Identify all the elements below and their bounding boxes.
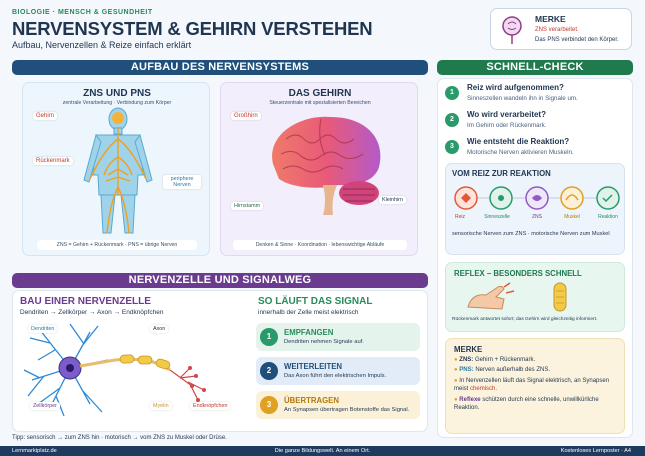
reflex-hand-icon: [467, 282, 567, 312]
merke-line2: ● PNS: Nerven außerhalb des ZNS.: [454, 367, 622, 373]
merke-top-title: MERKE: [535, 14, 566, 24]
merke-pns-text: Nerven außerhalb des ZNS.: [475, 367, 551, 373]
quick-item-1: 1 Reiz wird aufgenommen? Sinneszellen wa…: [445, 82, 625, 108]
kicker: BIOLOGIE · MENSCH & GESUNDHEIT: [12, 9, 153, 16]
chain-icons: [454, 186, 620, 210]
merke-line3: ● In Nervenzellen läuft das Signal elekt…: [454, 378, 622, 393]
zns-card: ZNS UND PNS zentrale Verarbeitung · Verb…: [22, 82, 210, 256]
label-hirnstamm: Hirnstamm: [231, 202, 264, 210]
page-subtitle: Aufbau, Nervenzellen & Reize einfach erk…: [12, 40, 192, 50]
signal-step-3: 3 ÜBERTRAGEN An Synapsen übertragen Bote…: [256, 391, 420, 419]
merke-zns-text: Gehirn + Rückenmark.: [474, 357, 536, 363]
quick-number: 2: [445, 113, 459, 127]
quick-question: Wie entsteht die Reaktion?: [467, 137, 570, 146]
page-title: NERVENSYSTEM & GEHIRN VERSTEHEN: [12, 18, 373, 39]
quick-question: Reiz wird aufgenommen?: [467, 83, 564, 92]
quick-number: 1: [445, 86, 459, 100]
merke-reflexe-key: Reflexe: [459, 397, 481, 403]
quick-item-2: 2 Wo wird verarbeitet? Im Gehirn oder Rü…: [445, 109, 625, 135]
merke-bullet-icon: ●: [454, 367, 458, 373]
quick-answer: Im Gehirn oder Rückenmark.: [467, 122, 547, 129]
chain-node-muskel: Muskel: [564, 214, 580, 220]
signal-sub: innerhalb der Zelle meist elektrisch: [258, 309, 359, 316]
merke-line1: ● ZNS: Gehirn + Rückenmark.: [454, 357, 622, 363]
quick-question: Wo wird verarbeitet?: [467, 110, 546, 119]
merke-title: MERKE: [454, 345, 483, 354]
neuron-title: BAU EINER NERVENZELLE: [20, 296, 151, 307]
step-number: 2: [260, 362, 278, 380]
merke-reflexe-text: schützen durch eine schnelle, unwillkürl…: [454, 397, 599, 411]
step-text: Das Axon führt den elektrischen Impuls.: [284, 373, 387, 379]
brain-title: DAS GEHIRN: [288, 88, 352, 99]
chain-title: VOM REIZ ZUR REAKTION: [452, 169, 551, 178]
quick-bar: SCHNELL-CHECK: [437, 60, 633, 75]
label-zellkoerper: Zellkörper: [30, 402, 60, 410]
quick-answer: Motorische Nerven aktivieren Muskeln.: [467, 149, 574, 156]
signal-step-2: 2 WEITERLEITEN Das Axon führt den elektr…: [256, 357, 420, 385]
step-number: 1: [260, 328, 278, 346]
step-text: Dendriten nehmen Signale auf.: [284, 339, 364, 345]
chain-node-sinneszelle: Sinneszelle: [484, 214, 510, 220]
zns-caption: ZNS = Gehirn + Rückenmark · PNS = übrige…: [37, 240, 197, 250]
brain-card: DAS GEHIRN Steuerzentrale mit spezialisi…: [220, 82, 418, 256]
label-myelin: Myelin: [150, 402, 172, 410]
zns-sub: zentrale Verarbeitung · Verbindung zum K…: [62, 100, 172, 106]
tip-text: Tipp: sensorisch → zum ZNS hin · motoris…: [12, 435, 227, 441]
merke-chemisch-text: chemisch.: [470, 385, 498, 392]
brain-caption: Denken & Sinne · Koordination · lebenswi…: [233, 240, 407, 250]
label-axon: Axon: [150, 325, 169, 333]
footer-right: Kostenloses Lernposter · A4: [560, 448, 631, 454]
quick-item-3: 3 Wie entsteht die Reaktion? Motorische …: [445, 136, 625, 162]
chain-card: VOM REIZ ZUR REAKTION Reiz Sinneszelle Z…: [445, 163, 625, 255]
quick-answer: Sinneszellen wandeln ihn in Signale um.: [467, 95, 578, 102]
label-kleinhirn: Kleinhirn: [379, 196, 406, 204]
merke-bullet-icon: ●: [454, 397, 458, 403]
step-title: EMPFANGEN: [284, 328, 334, 337]
body-nervous-system-illustration: [83, 107, 153, 234]
brain-pin-icon: [502, 16, 522, 44]
footer-center: Die ganze Bildungswelt. An einem Ort.: [274, 448, 371, 454]
footer: Lernmarktplatz.de Die ganze Bildungswelt…: [0, 446, 645, 456]
merke-top-line1: ZNS verarbeitet.: [535, 27, 579, 33]
zns-title: ZNS UND PNS: [83, 88, 151, 99]
reflex-caption: Rückenmark antwortet sofort; das Gehirn …: [452, 317, 598, 322]
section1-bar: AUFBAU DES NERVENSYSTEMS: [12, 60, 428, 75]
merke-pns-key: PNS:: [459, 367, 474, 373]
footer-left[interactable]: Lernmarktplatz.de: [12, 448, 57, 454]
reflex-card: REFLEX – BESONDERS SCHNELL Rückenmark an…: [445, 262, 625, 332]
label-gehirn: Gehirn: [33, 112, 58, 120]
merke-card: MERKE ● ZNS: Gehirn + Rückenmark. ● PNS:…: [445, 338, 625, 434]
step-title: WEITERLEITEN: [284, 362, 343, 371]
neuron-sub: Dendriten → Zellkörper → Axon → Endknöpf…: [20, 309, 164, 316]
merke-zns-key: ZNS:: [459, 357, 474, 363]
merke-top-card: MERKE ZNS verarbeitet. Das PNS verbindet…: [490, 8, 632, 50]
chain-caption: sensorische Nerven zum ZNS · motorische …: [452, 231, 610, 237]
label-grosshirn: Großhirn: [231, 112, 261, 120]
brain-sub: Steuerzentrale mit spezialisierten Berei…: [269, 100, 371, 106]
merke-line4: ● Reflexe schützen durch eine schnelle, …: [454, 397, 622, 412]
section2-bar: NERVENZELLE UND SIGNALWEG: [12, 273, 428, 288]
merke-top-line2: Das PNS verbindet den Körper.: [535, 37, 619, 43]
step-title: ÜBERTRAGEN: [284, 396, 340, 405]
merke-signal-text: In Nervenzellen läuft das Signal elektri…: [454, 378, 610, 392]
merke-bullet-icon: ●: [454, 357, 458, 363]
label-periphere-nerven: periphere Nerven: [163, 175, 201, 189]
step-number: 3: [260, 396, 278, 414]
reflex-title: REFLEX – BESONDERS SCHNELL: [454, 269, 582, 278]
label-rueckenmark: Rückenmark: [33, 157, 73, 165]
step-text: An Synapsen übertragen Botenstoffe das S…: [284, 407, 410, 413]
chain-node-zns: ZNS: [532, 214, 542, 220]
merke-bullet-icon: ●: [454, 378, 458, 384]
chain-node-reaktion: Reaktion: [598, 214, 618, 220]
quick-number: 3: [445, 140, 459, 154]
label-endknoepfchen: Endknöpfchen: [190, 402, 231, 410]
brain-illustration: [272, 116, 381, 215]
neuron-illustration: [23, 323, 206, 417]
signal-step-1: 1 EMPFANGEN Dendriten nehmen Signale auf…: [256, 323, 420, 351]
chain-node-reiz: Reiz: [454, 214, 465, 220]
signal-title: SO LÄUFT DAS SIGNAL: [258, 296, 373, 307]
label-dendriten: Dendriten: [28, 325, 58, 333]
